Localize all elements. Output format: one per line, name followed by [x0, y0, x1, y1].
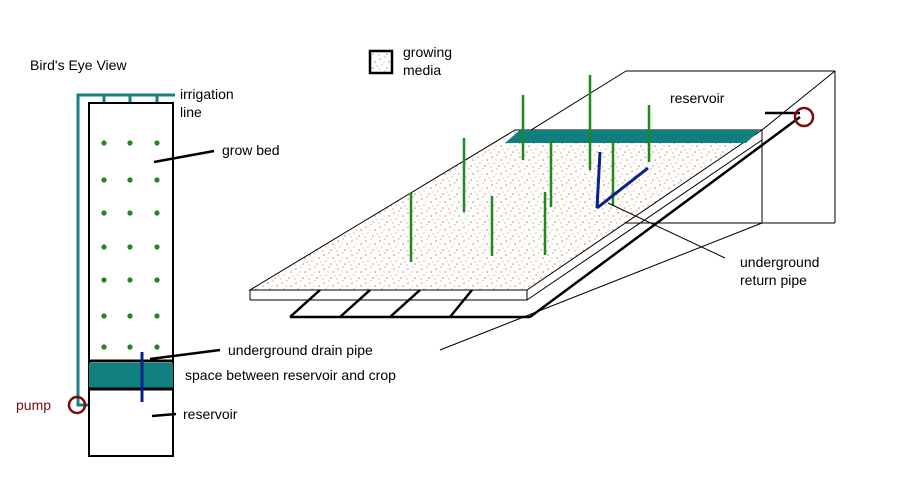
irrigation-line-label-1: irrigation [180, 86, 234, 102]
bottom-drain-pipes [289, 111, 801, 319]
return-pipe-pointer [607, 202, 726, 259]
perspective-view: underground return pipe reservoir [248, 70, 836, 351]
legend-growing-label: growing [403, 44, 452, 60]
grow-bed-pointer [153, 149, 215, 164]
drain-pipe-pointer [149, 348, 221, 361]
birds-eye-view: Bird's Eye View irrigation line grow bed [16, 57, 396, 457]
space-between-label: space between reservoir and crop [185, 367, 396, 383]
return-pipe [595, 151, 649, 210]
return-pipe-label-1: underground [740, 254, 819, 270]
plant-dots [101, 140, 160, 350]
reservoir-water-strip [505, 130, 760, 143]
irrigation-line-label-2: line [180, 104, 202, 120]
grow-bed-label: grow bed [222, 142, 280, 158]
pump-right-circle-icon [793, 106, 815, 128]
legend: growing media [368, 44, 452, 78]
legend-media-label: media [403, 62, 441, 78]
pump-circle-icon [67, 395, 87, 415]
pump-label: pump [16, 397, 51, 413]
space-between-band [89, 363, 173, 388]
growing-media-swatch-icon [368, 49, 394, 75]
return-pipe-label-2: return pipe [740, 272, 807, 288]
reservoir-left-label: reservoir [183, 406, 238, 422]
drain-pipe-label: underground drain pipe [228, 342, 373, 358]
reservoir-pointer [151, 412, 177, 418]
plant-stems [409, 75, 651, 262]
reservoir-right-label: reservoir [670, 90, 725, 106]
birds-eye-view-title: Bird's Eye View [30, 57, 127, 73]
growing-media-slab [248, 129, 764, 291]
